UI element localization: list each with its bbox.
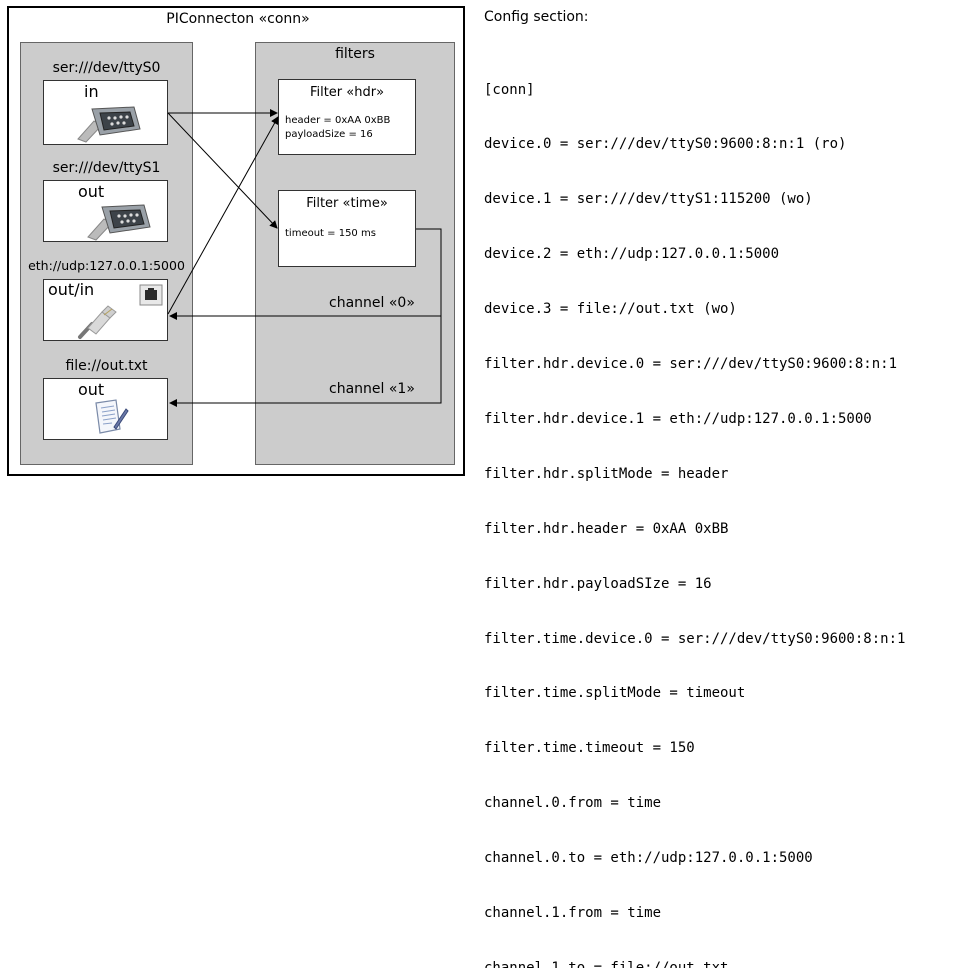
device-label-ttys0: ser:///dev/ttyS0 xyxy=(52,60,161,76)
config-line: filter.hdr.device.0 = ser:///dev/ttyS0:9… xyxy=(484,356,898,373)
config-line: device.3 = file://out.txt (wo) xyxy=(484,301,737,318)
config-line: channel.0.from = time xyxy=(484,795,662,812)
config-line: filter.time.device.0 = ser:///dev/ttyS0:… xyxy=(484,630,906,647)
filter-prop-payload-size: payloadSize = 16 xyxy=(285,129,373,140)
edge-eth-to-hdr xyxy=(167,116,279,315)
connection-title: PIConnecton «conn» xyxy=(166,11,310,27)
ethernet-cable-icon xyxy=(78,284,163,339)
edge-time-channel-1 xyxy=(169,316,442,407)
config-line: filter.hdr.header = 0xAA 0xBB xyxy=(484,520,729,537)
config-line: filter.hdr.splitMode = header xyxy=(484,465,729,482)
filter-title-time: Filter «time» xyxy=(306,196,388,211)
config-line: channel.1.from = time xyxy=(484,904,662,921)
config-line: channel.0.to = eth://udp:127.0.0.1:5000 xyxy=(484,850,813,867)
device-mode-eth: out/in xyxy=(48,280,95,299)
device-label-file: file://out.txt xyxy=(65,358,148,374)
filter-title-hdr: Filter «hdr» xyxy=(309,85,385,100)
config-line: filter.time.timeout = 150 xyxy=(484,740,695,757)
filter-prop-timeout: timeout = 150 ms xyxy=(285,228,376,239)
edge-time-channel-0 xyxy=(169,228,442,320)
device-box-ttys1: out xyxy=(43,180,168,242)
filter-box-hdr: Filter «hdr» header = 0xAA 0xBB payloadS… xyxy=(278,79,416,155)
channel-label-0: channel «0» xyxy=(329,295,415,311)
config-line: device.0 = ser:///dev/ttyS0:9600:8:n:1 (… xyxy=(484,136,847,153)
config-lines: [conn] device.0 = ser:///dev/ttyS0:9600:… xyxy=(484,44,905,968)
text-file-icon xyxy=(95,399,129,434)
filter-prop-header: header = 0xAA 0xBB xyxy=(285,115,391,126)
device-box-ttys0: in xyxy=(43,80,168,145)
connector-overlay xyxy=(167,109,442,407)
device-mode-ttys1: out xyxy=(78,182,105,201)
filter-box-time: Filter «time» timeout = 150 ms xyxy=(278,190,416,267)
device-label-ttys1: ser:///dev/ttyS1 xyxy=(52,160,161,176)
device-mode-file: out xyxy=(78,380,105,399)
config-line: filter.hdr.device.1 = eth://udp:127.0.0.… xyxy=(484,410,872,427)
config-line: filter.hdr.payloadSIze = 16 xyxy=(484,575,712,592)
config-line: channel.1.to = file://out.txt xyxy=(484,959,729,968)
serial-port-icon xyxy=(77,106,141,143)
channel-label-1: channel «1» xyxy=(329,381,415,397)
device-label-eth: eth://udp:127.0.0.1:5000 xyxy=(28,258,185,273)
config-caption: Config section: xyxy=(484,9,589,25)
device-box-file: out xyxy=(43,378,168,440)
serial-port-icon xyxy=(87,204,151,241)
device-box-eth: out/in xyxy=(43,279,168,341)
config-line: [conn] xyxy=(484,81,535,98)
config-line: device.2 = eth://udp:127.0.0.1:5000 xyxy=(484,246,780,263)
device-mode-ttys0: in xyxy=(84,82,99,101)
config-line: device.1 = ser:///dev/ttyS1:115200 (wo) xyxy=(484,191,813,208)
filters-title: filters xyxy=(335,46,375,62)
config-line: filter.time.splitMode = timeout xyxy=(484,685,746,702)
edge-ttys0-to-time xyxy=(167,112,278,229)
